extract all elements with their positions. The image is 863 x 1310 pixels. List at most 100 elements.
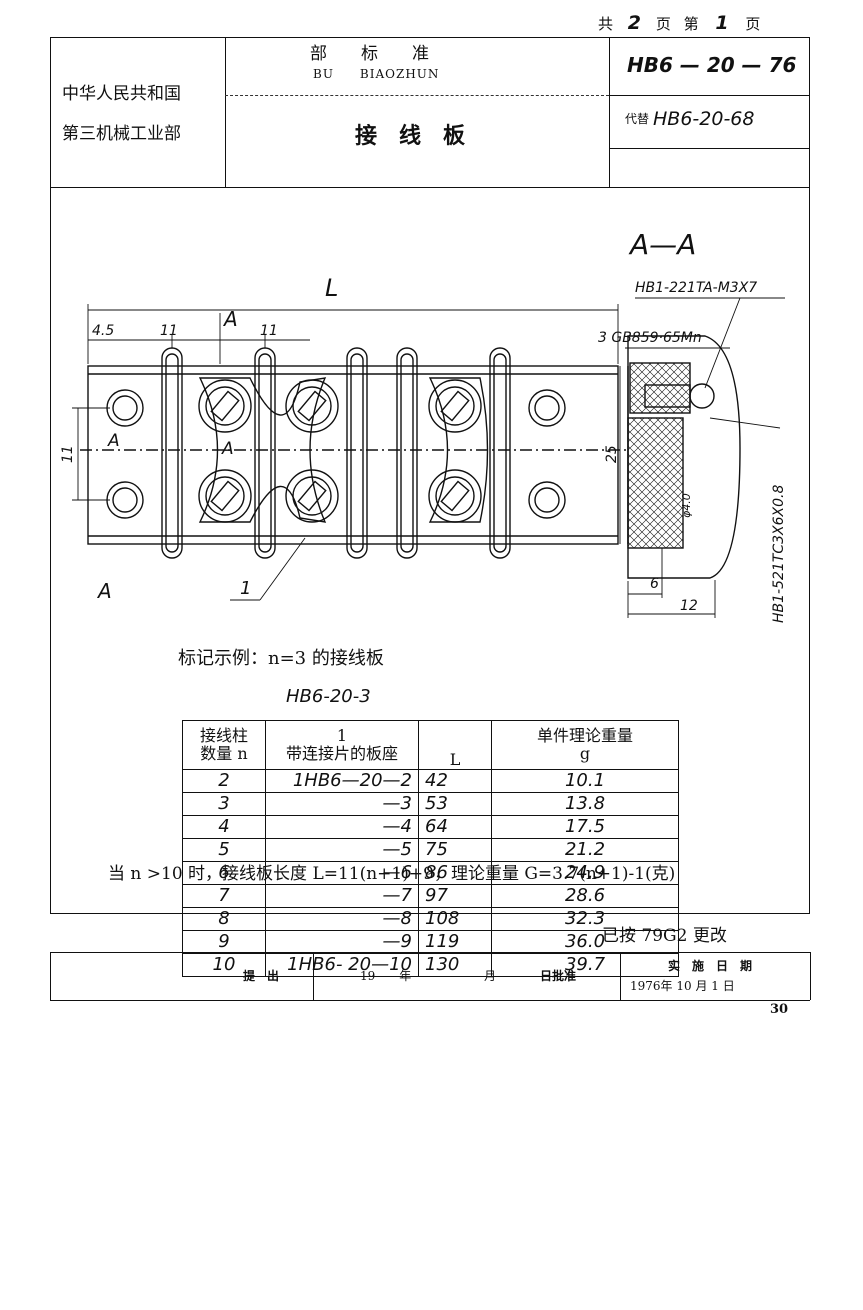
cell-weight: 17.5	[491, 815, 679, 839]
footer-divider-1	[313, 952, 314, 1000]
footer-approved: 日批准	[540, 969, 577, 983]
label-A-bottom: A	[96, 579, 112, 603]
page-counter: 共 2 页 第 1 页	[598, 14, 760, 33]
cell-L: 75	[418, 838, 492, 862]
revision-note: 已按 79G2 更改	[602, 926, 727, 946]
plate-outline	[87, 365, 619, 545]
cell-weight: 39.7	[491, 953, 679, 977]
cell-count: 6	[182, 861, 266, 885]
label-A-top: A	[222, 307, 238, 331]
cell-weight: 10.1	[491, 769, 679, 793]
cell-weight: 28.6	[491, 884, 679, 908]
cell-part: —9	[265, 930, 419, 954]
cell-part: —6	[265, 861, 419, 885]
cell-L: 130	[418, 953, 492, 977]
replaces-label: 代替	[625, 112, 650, 126]
header-dash-line	[225, 95, 609, 96]
marking-code: HB6-20-3	[286, 686, 371, 707]
cell-count: 9	[182, 930, 266, 954]
cell-part: —3	[265, 792, 419, 816]
footer-year: 19 年	[360, 969, 412, 983]
section-outline	[627, 335, 741, 579]
header-bottom-line	[50, 187, 810, 188]
technical-drawing: A—A L 4.5 11 11 A A A A 1 HB1-221TA-M3X7…	[60, 228, 787, 623]
replaces-number: HB6-20-68	[653, 108, 755, 130]
header-part: 1 带连接片的板座	[265, 720, 419, 770]
issuer-line-2: 第三机械工业部	[62, 124, 181, 144]
cell-part: —4	[265, 815, 419, 839]
table-header-row: 接线柱 数量 n 1 带连接片的板座 L 单件理论重量 g	[182, 720, 679, 770]
dim-11-c: 11	[60, 445, 76, 463]
footer-left-line	[50, 952, 51, 1000]
marking-condition: n=3 的接线板	[268, 648, 384, 669]
dim-11-b: 11	[260, 323, 278, 339]
dim-6: 6	[650, 576, 659, 592]
cell-part: —8	[265, 907, 419, 931]
cell-L: 108	[418, 907, 492, 931]
standard-type: 部 标 准	[310, 44, 429, 64]
link-piece-2	[428, 377, 489, 523]
footer-divider-2	[620, 952, 621, 1000]
header-right-line-2	[609, 148, 810, 149]
cell-count: 7	[182, 884, 266, 908]
standard-type-roman: BU BIAOZHUN	[313, 67, 440, 81]
cell-part: —5	[265, 838, 419, 862]
callout-phi: φ4.0	[680, 493, 693, 518]
footer-top-line	[50, 952, 810, 953]
header-L: L	[418, 720, 492, 770]
dim-12: 12	[680, 598, 698, 614]
cell-part: —7	[265, 884, 419, 908]
issuer-line-1: 中华人民共和国	[62, 84, 181, 104]
cell-count: 10	[182, 953, 266, 977]
cell-count: 3	[182, 792, 266, 816]
standard-number: HB6 — 20 — 76	[627, 53, 797, 77]
page-counter-gong: 共	[598, 15, 614, 33]
section-label: A—A	[628, 228, 696, 261]
page-total: 2	[627, 12, 642, 34]
link-piece-1	[198, 377, 327, 523]
cell-part: 1HB6—20—2	[265, 769, 419, 793]
header-divider-2	[609, 37, 610, 187]
page-current: 1	[715, 12, 729, 34]
cell-count: 2	[182, 769, 266, 793]
page-counter-ye1: 页	[655, 15, 671, 33]
page-number: 30	[770, 1002, 789, 1017]
callout-nut: HB1-521TC3X6X0.8	[771, 485, 787, 623]
page-title: 接 线 板	[355, 123, 466, 149]
dim-L: L	[325, 274, 338, 302]
dim-25: 25	[604, 445, 620, 463]
cell-count: 8	[182, 907, 266, 931]
page-counter-ye2: 页	[745, 15, 761, 33]
footer-bottom-line	[50, 1000, 810, 1001]
cell-part: 1HB6- 20—10	[265, 953, 419, 977]
header-weight: 单件理论重量 g	[491, 720, 679, 770]
footer-impl-label: 实 施 日 期	[668, 959, 753, 973]
cell-weight: 21.2	[491, 838, 679, 862]
label-A-mid2: A	[221, 439, 234, 459]
cell-L: 42	[418, 769, 492, 793]
formula-text: 当 n >10 时，接线板长度 L=11(n+1)+9，理论重量 G=3.7(n…	[108, 864, 676, 884]
mount-hole-3	[528, 389, 566, 427]
cell-L: 53	[418, 792, 492, 816]
cell-count: 5	[182, 838, 266, 862]
terminal-screws	[198, 379, 482, 523]
marking-label: 标记示例：	[178, 648, 268, 669]
cell-L: 97	[418, 884, 492, 908]
footer-impl-date: 1976年 10 月 1 日	[630, 979, 735, 993]
callout-screw: HB1-221TA-M3X7	[635, 280, 757, 296]
callout-washer: 3 GB859·65Mn	[598, 330, 702, 346]
footer-proposed: 提 出	[243, 969, 280, 983]
page-counter-di: 第	[683, 15, 699, 33]
dim-11-a: 11	[160, 323, 178, 339]
cell-L: 119	[418, 930, 492, 954]
cell-count: 4	[182, 815, 266, 839]
cell-L: 64	[418, 815, 492, 839]
